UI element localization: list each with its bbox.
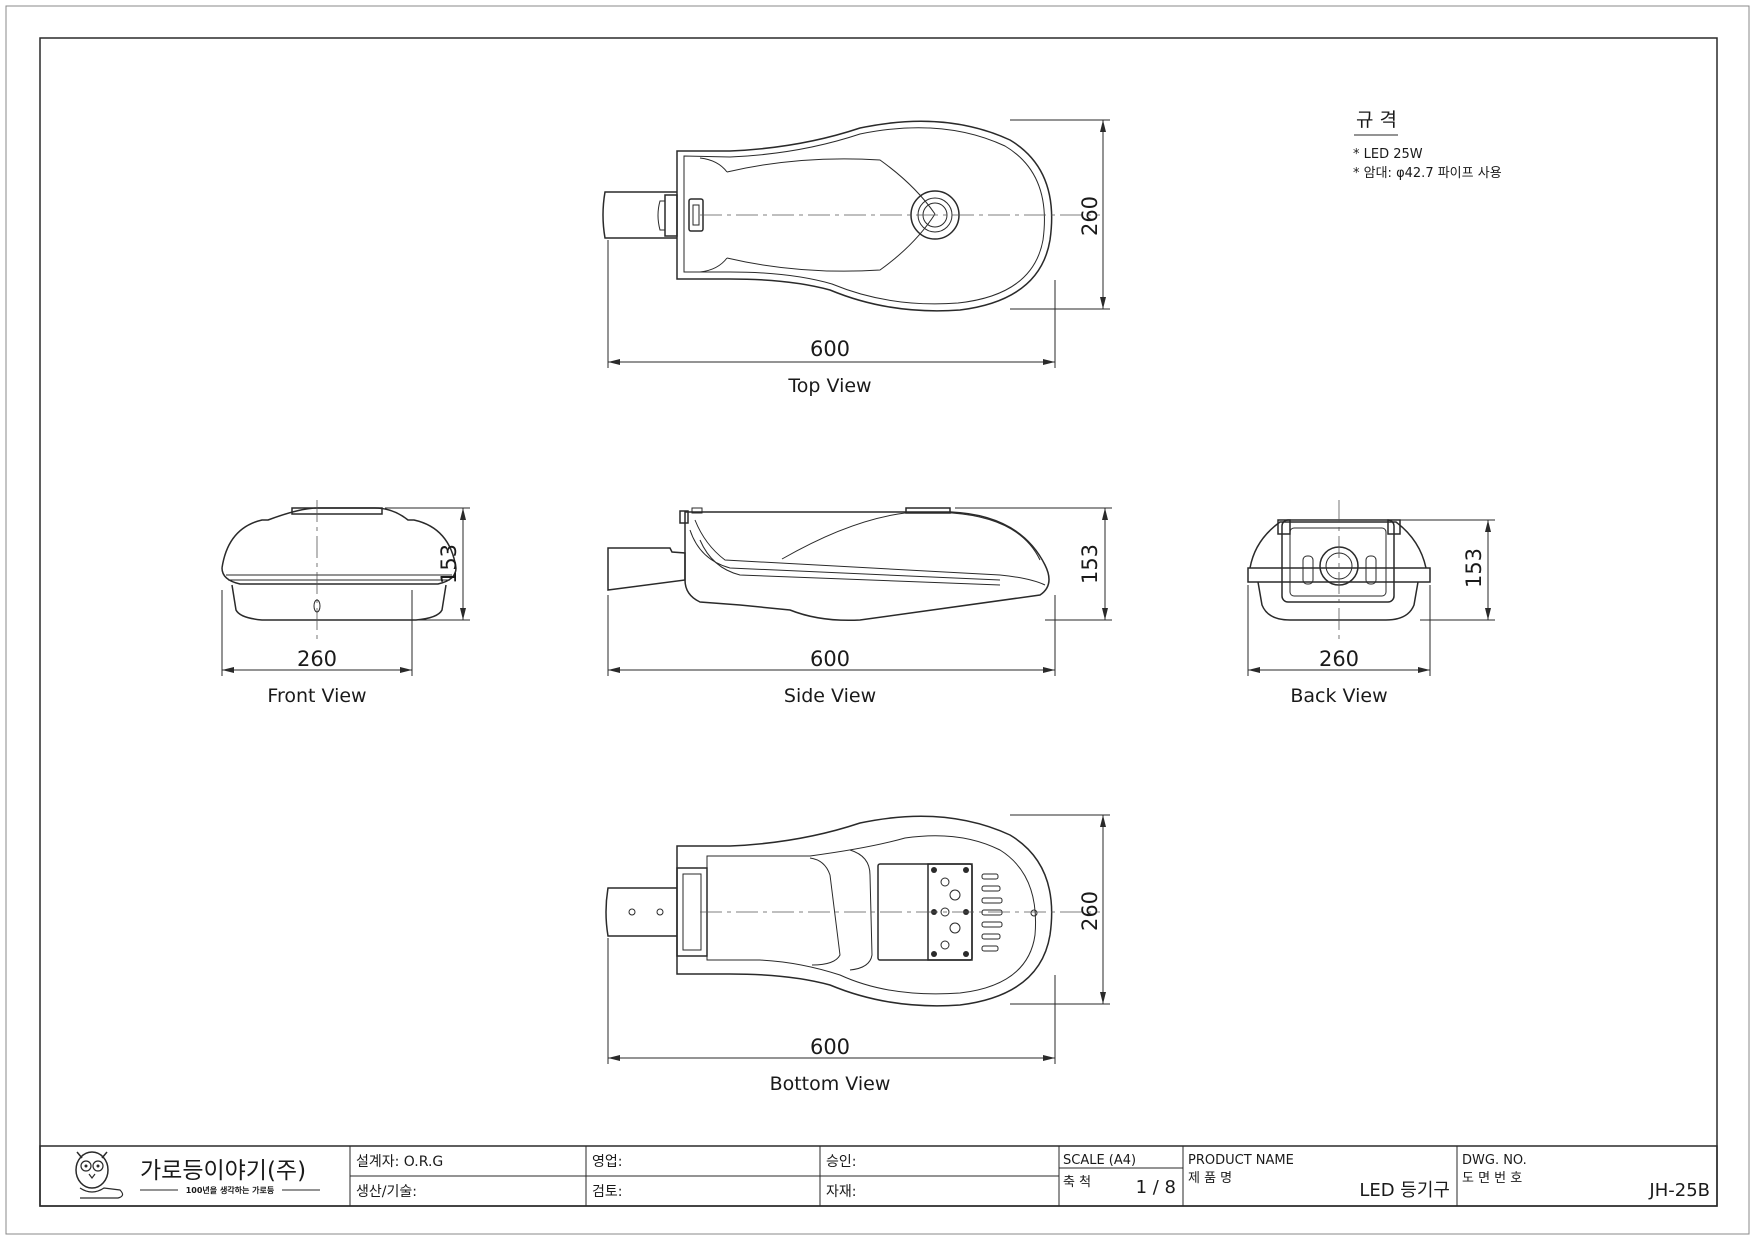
scale-label: SCALE (A4) (1063, 1153, 1136, 1168)
title-block: 가로등이야기(주) 100년을 생각하는 가로등 설계자: O.R.G 생산/기… (39, 1145, 1718, 1207)
scale-label-kr: 축 척 (1063, 1175, 1091, 1190)
side-view-arm (607, 547, 686, 591)
review-field: 검토: (592, 1184, 622, 1200)
owl-logo-icon (75, 1151, 124, 1199)
bottom-view-label: Bottom View (770, 1073, 891, 1095)
bottom-view-width-dim: 260 (1078, 891, 1102, 931)
side-view: 600 153 Side View (607, 507, 1112, 707)
bottom-view-length-dim: 600 (810, 1035, 850, 1059)
scale-value: 1 / 8 (1136, 1177, 1176, 1198)
company-name: 가로등이야기(주) (140, 1158, 306, 1184)
drawing-number-label-kr: 도 면 번 호 (1462, 1171, 1522, 1186)
side-view-height-dim: 153 (1078, 544, 1102, 584)
company-slogan: 100년을 생각하는 가로등 (186, 1185, 275, 1195)
sales-field: 영업: (592, 1154, 622, 1170)
bottom-view-pipe (605, 887, 677, 937)
drawing-frame (39, 37, 1718, 1207)
top-view-body-outline (676, 120, 1053, 312)
spec-notes: 규 격 * LED 25W * 암대: φ42.7 파이프 사용 (1353, 109, 1502, 181)
back-view: 260 153 Back View (1247, 500, 1495, 707)
front-view: 260 153 Front View (221, 500, 470, 707)
back-view-width-dim: 260 (1319, 647, 1359, 671)
side-view-length-dim: 600 (810, 647, 850, 671)
front-view-height-dim: 153 (437, 544, 461, 584)
product-name-value: LED 등기구 (1359, 1180, 1450, 1201)
spec-title: 규 격 (1356, 109, 1397, 131)
spec-item-led: * LED 25W (1353, 147, 1423, 162)
top-view-length-dim: 600 (810, 337, 850, 361)
product-name-label-kr: 제 품 명 (1188, 1171, 1232, 1186)
material-field: 자재: (826, 1184, 856, 1200)
bottom-view: 600 260 Bottom View (605, 814, 1110, 1095)
front-view-width-dim: 260 (297, 647, 337, 671)
back-view-height-dim: 153 (1462, 548, 1486, 588)
side-view-label: Side View (784, 685, 876, 707)
front-view-label: Front View (267, 685, 366, 707)
product-name-label: PRODUCT NAME (1188, 1153, 1294, 1168)
top-view-width-dim: 260 (1078, 196, 1102, 236)
outer-border (5, 5, 1750, 1235)
approval-field: 승인: (826, 1154, 856, 1170)
bottom-view-body-outline (676, 815, 1053, 1007)
production-field: 생산/기술: (356, 1184, 417, 1200)
drawing-number-value: JH-25B (1648, 1180, 1710, 1201)
spec-item-arm: * 암대: φ42.7 파이프 사용 (1353, 166, 1502, 181)
front-view-dome (221, 507, 457, 569)
back-view-label: Back View (1290, 685, 1387, 707)
designer-field: 설계자: O.R.G (356, 1154, 443, 1170)
top-view: 600 260 Top View (602, 119, 1110, 397)
top-view-label: Top View (787, 375, 871, 397)
top-view-pipe (602, 191, 677, 239)
side-view-body-outline (684, 511, 1050, 622)
drawing-number-label: DWG. NO. (1462, 1153, 1527, 1168)
back-view-housing (1249, 521, 1427, 569)
bottom-view-vent-slots (981, 873, 1003, 952)
